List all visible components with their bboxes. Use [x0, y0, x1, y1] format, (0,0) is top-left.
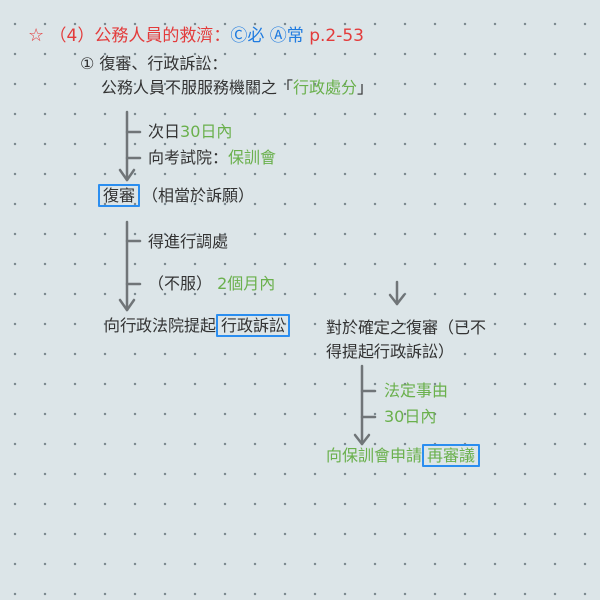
page-reference: p.2-53 — [309, 26, 364, 46]
administrative-disposition: 行政處分 — [293, 78, 358, 97]
destination-prefix: 向考試院： — [148, 148, 229, 167]
appeal-line: （不服） 2個月內 — [148, 274, 275, 294]
deadline-value: 30日內 — [180, 122, 233, 141]
lawsuit-prefix: 向行政法院提起 — [104, 316, 217, 335]
destination-line: 向考試院：保訓會 — [148, 148, 276, 168]
star-icon: ☆ — [28, 25, 45, 46]
final-prefix: 向保訓會申請 — [326, 446, 423, 465]
destination-value: 保訓會 — [228, 148, 277, 167]
lawsuit-line: 向行政法院提起行政訴訟 — [104, 314, 291, 337]
fuxuan-box: 復審 — [98, 184, 141, 207]
deadline-line: 次日30日內 — [148, 122, 232, 142]
branch-reason: 法定事由 — [384, 381, 449, 400]
section-label: ① 復審、行政訴訟： — [80, 54, 228, 73]
retrial-box: 再審議 — [422, 444, 481, 467]
appeal-label: （不服） — [148, 274, 213, 293]
heading-tags: Ⓒ必 Ⓐ常 — [230, 26, 304, 46]
branch-line-1: 對於確定之復審（已不 — [326, 318, 487, 337]
appeal-period: 2個月內 — [217, 274, 276, 293]
branch-final: 向保訓會申請再審議 — [326, 444, 481, 467]
branch-period: 30日內 — [384, 407, 437, 426]
section-description: 公務人員不服服務機關之「行政處分」 — [101, 78, 373, 98]
description-prefix: 公務人員不服服務機關之「 — [101, 78, 294, 97]
description-suffix: 」 — [357, 78, 374, 97]
mediation-text: 得進行調處 — [148, 232, 229, 251]
branch-line-2: 得提起行政訴訟） — [326, 342, 455, 361]
heading-title: （4）公務人員的救濟： — [49, 26, 231, 46]
lawsuit-box: 行政訴訟 — [216, 314, 291, 337]
heading: ☆ （4）公務人員的救濟：Ⓒ必 Ⓐ常 p.2-53 — [28, 25, 364, 47]
fuxuan-note: （相當於訴願） — [142, 186, 255, 205]
fuxuan-line: 復審（相當於訴願） — [98, 184, 255, 207]
deadline-prefix: 次日 — [148, 122, 181, 141]
